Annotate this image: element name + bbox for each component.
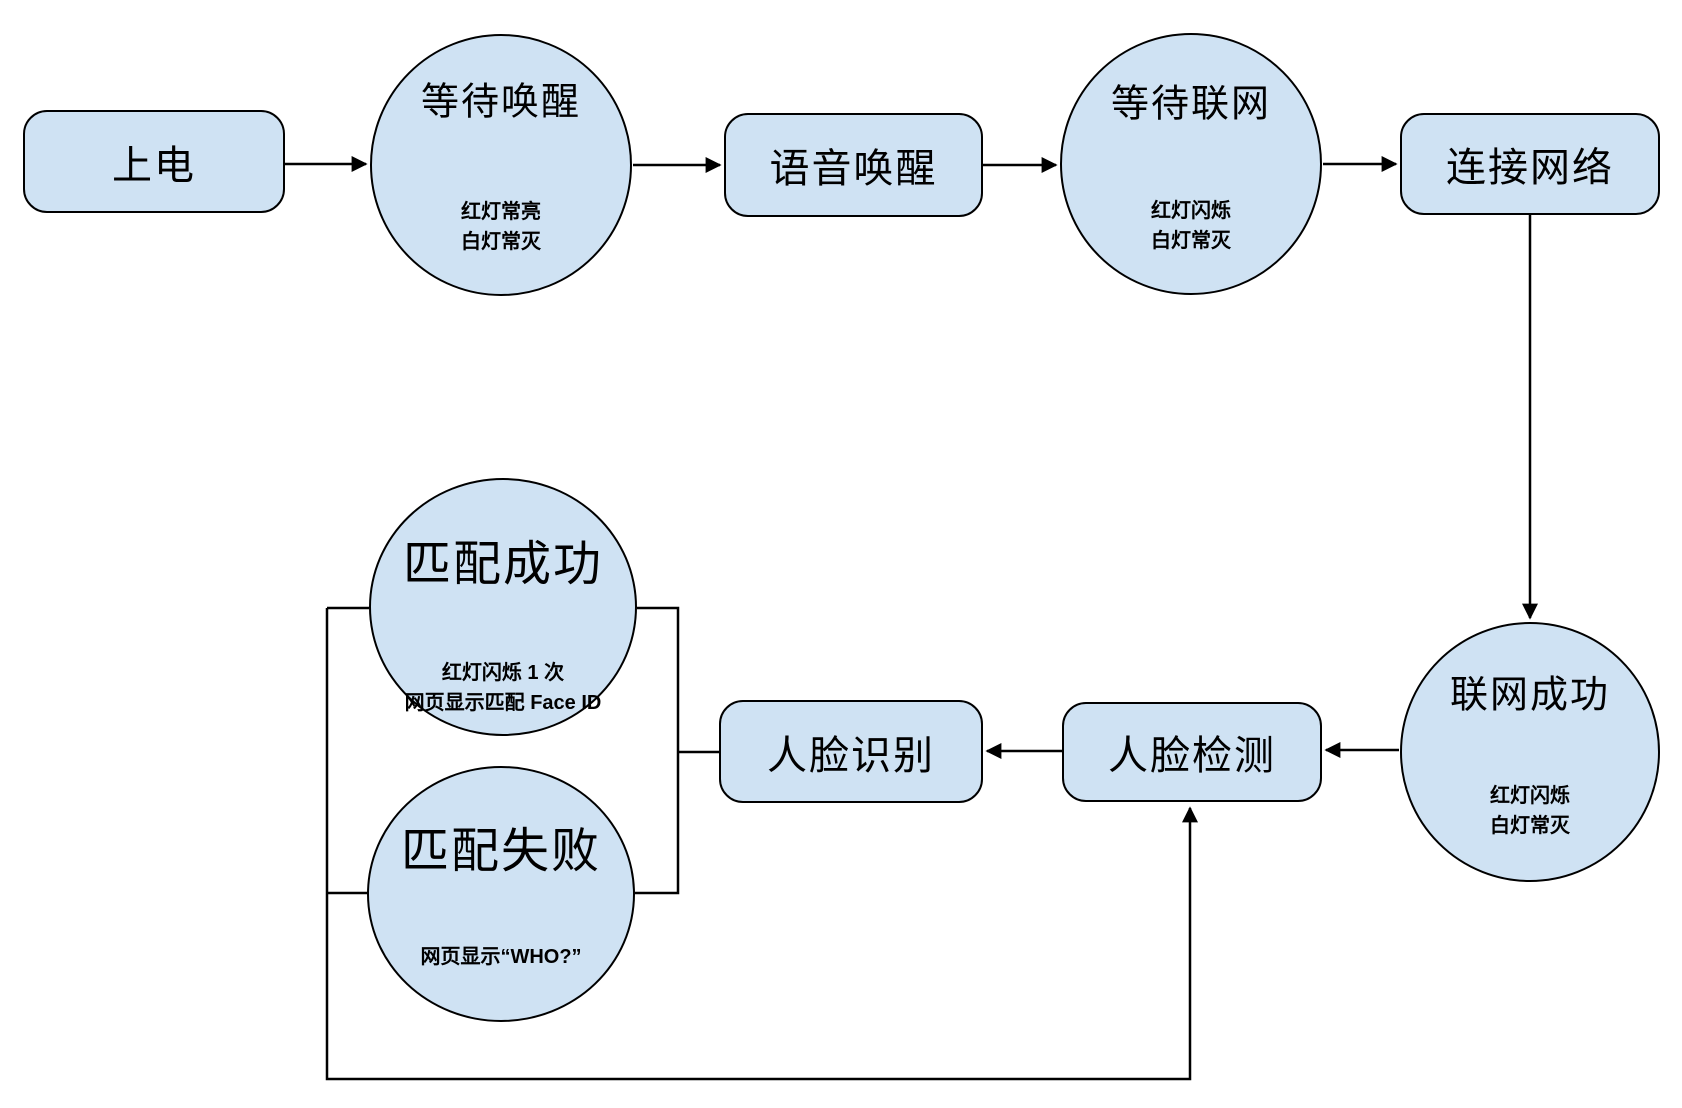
node-wait-wake-sublabel: 红灯常亮 白灯常灭	[461, 200, 541, 253]
node-wait-wake-label: 等待唤醒	[420, 81, 581, 124]
node-voice-wake: 语音唤醒	[724, 113, 983, 217]
node-network-success-sublabel: 红灯闪烁 白灯常灭	[1490, 784, 1570, 837]
line-match-bracket-right	[635, 606, 680, 895]
node-face-detect-label: 人脸检测	[1108, 734, 1276, 778]
node-connect-network-label: 连接网络	[1446, 146, 1614, 190]
node-network-success-label: 联网成功	[1449, 674, 1610, 717]
node-power-on: 上电	[23, 110, 285, 213]
node-wait-network-label: 等待联网	[1110, 83, 1271, 125]
node-network-success: 联网成功 红灯闪烁 白灯常灭	[1400, 622, 1660, 882]
node-face-recognize: 人脸识别	[719, 700, 983, 803]
node-face-recognize-label: 人脸识别	[767, 733, 935, 778]
node-match-fail-sublabel: 网页显示“WHO?”	[420, 946, 582, 968]
node-match-fail-label: 匹配失败	[400, 825, 601, 879]
node-wait-wake: 等待唤醒 红灯常亮 白灯常灭	[370, 34, 632, 296]
node-wait-network: 等待联网 红灯闪烁 白灯常灭	[1060, 33, 1322, 295]
node-power-on-label: 上电	[112, 143, 196, 188]
node-voice-wake-label: 语音唤醒	[769, 147, 938, 191]
node-match-success-sublabel: 红灯闪烁 1 次 网页显示匹配 Face ID	[404, 662, 602, 715]
node-match-fail: 匹配失败 网页显示“WHO?”	[367, 766, 635, 1022]
node-face-detect: 人脸检测	[1062, 702, 1322, 802]
node-match-success: 匹配成功 红灯闪烁 1 次 网页显示匹配 Face ID	[369, 478, 637, 736]
node-connect-network: 连接网络	[1400, 113, 1660, 215]
node-wait-network-sublabel: 红灯闪烁 白灯常灭	[1151, 199, 1231, 252]
node-match-success-label: 匹配成功	[402, 537, 603, 591]
